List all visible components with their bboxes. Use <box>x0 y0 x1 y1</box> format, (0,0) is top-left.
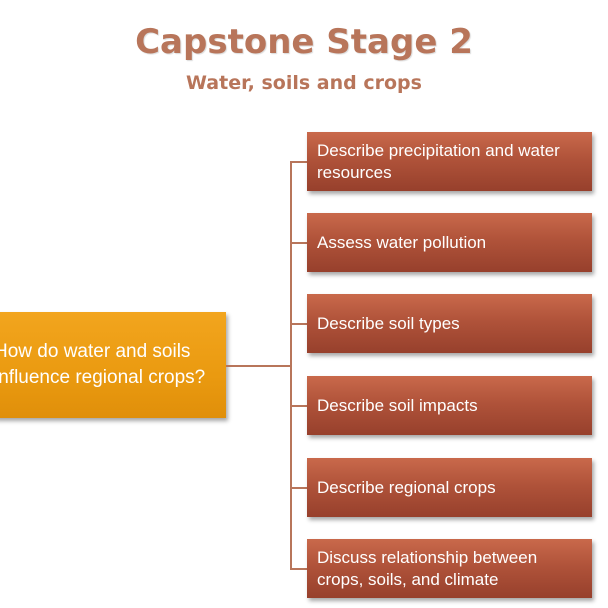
central-question-line-1: How do water and soils <box>0 341 191 362</box>
central-question-text: How do water and soils influence regiona… <box>0 339 205 391</box>
task-box: Describe regional crops <box>307 458 592 517</box>
task-label: Describe soil impacts <box>317 395 478 415</box>
branch-connector <box>290 405 307 407</box>
branch-connector <box>290 323 307 325</box>
main-connector <box>226 365 290 367</box>
task-box: Describe precipitation and water resourc… <box>307 132 592 191</box>
slide-title: Capstone Stage 2 <box>135 22 473 62</box>
central-question-line-2: influence regional crops? <box>0 367 206 388</box>
task-label: Assess water pollution <box>317 232 487 252</box>
branch-connector <box>290 161 307 163</box>
task-box: Describe soil impacts <box>307 376 592 435</box>
slide-subtitle: Water, soils and crops <box>186 72 422 94</box>
task-box: Describe soil types <box>307 294 592 353</box>
branch-connector <box>290 242 307 244</box>
task-box: Discuss relationship between crops, soil… <box>307 539 592 598</box>
branch-connector <box>290 487 307 489</box>
task-label: Describe soil types <box>317 313 460 333</box>
connector-spine <box>290 161 292 569</box>
branch-connector <box>290 568 307 570</box>
central-question-box: How do water and soils influence regiona… <box>0 312 226 418</box>
task-box: Assess water pollution <box>307 213 592 272</box>
task-label: Describe regional crops <box>317 477 496 497</box>
task-label: Discuss relationship between crops, soil… <box>317 547 538 589</box>
task-label: Describe precipitation and water resourc… <box>317 140 560 182</box>
